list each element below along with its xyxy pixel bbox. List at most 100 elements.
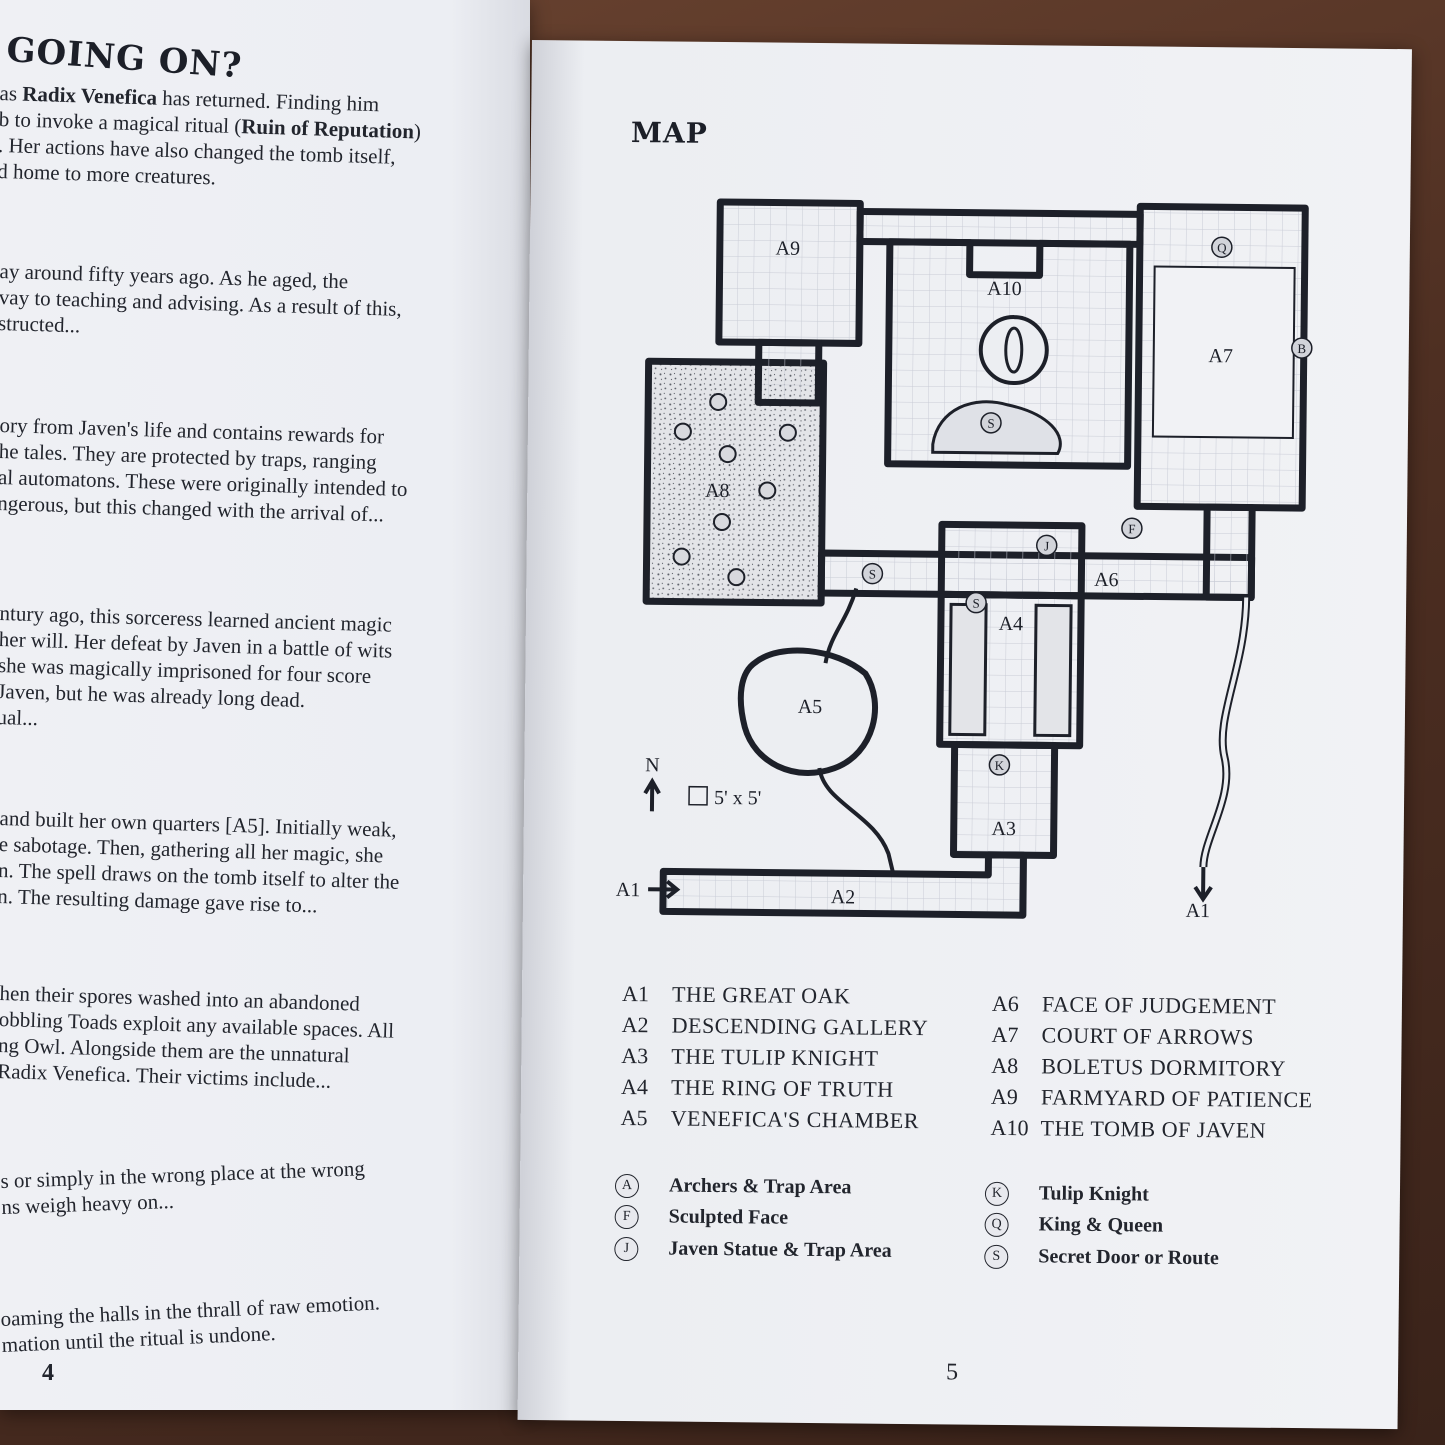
- north-arrow-icon: [643, 777, 661, 812]
- symbol-marker: K: [984, 1182, 1010, 1207]
- dungeon-map: A9 A10 A7 A8 A6 A4 A5 A3 A2 A1 A1 Q B S …: [616, 198, 1313, 922]
- a4-lane-right: [1033, 603, 1073, 738]
- svg-text:S: S: [869, 567, 876, 582]
- map-title: MAP: [630, 116, 708, 150]
- legend-name: THE TOMB OF JAVEN: [1040, 1115, 1267, 1143]
- legend-item: A5 VENEFICA'S CHAMBER: [621, 1105, 920, 1134]
- exit-arrow: [1193, 867, 1213, 903]
- right-page: MAP: [517, 40, 1412, 1430]
- paragraph-7: s or simply in the wrong place at the wr…: [0, 1151, 502, 1220]
- paragraph-5: and built her own quarters [A5]. Initial…: [0, 805, 500, 924]
- left-page-heading: GOING ON?: [5, 30, 244, 87]
- symbol-name: Secret Door or Route: [1038, 1245, 1219, 1270]
- label-a1-right: A1: [1186, 900, 1211, 922]
- legend-name: VENEFICA'S CHAMBER: [670, 1105, 920, 1134]
- svg-text:S: S: [972, 596, 979, 611]
- paragraph-6: hen their spores washed into an abandone…: [0, 980, 500, 1099]
- legend-code: A7: [991, 1021, 1019, 1048]
- legend-name: FACE OF JUDGEMENT: [1041, 991, 1277, 1019]
- symbol-marker: J: [614, 1237, 639, 1262]
- legend-item: A1 THE GREAT OAK: [622, 981, 851, 1009]
- legend-code: A10: [990, 1114, 1029, 1141]
- symbol-name: Javen Statue & Trap Area: [668, 1237, 892, 1262]
- stream: [817, 587, 896, 875]
- a4-lane-left: [948, 602, 988, 737]
- paragraph-2: ay around fifty years ago. As he aged, t…: [0, 258, 500, 351]
- legend-item: A7 COURT OF ARROWS: [991, 1022, 1254, 1051]
- right-page-number: 5: [945, 1359, 959, 1386]
- symbol-item: K Tulip Knight: [984, 1182, 1149, 1208]
- symbol-marker: A: [614, 1174, 640, 1199]
- corridor-a9-a8: [754, 338, 823, 407]
- svg-text:F: F: [1128, 521, 1135, 536]
- marker-f: F: [1121, 517, 1143, 540]
- marker-j: J: [1035, 534, 1058, 557]
- symbol-marker: Q: [984, 1213, 1009, 1238]
- left-page: GOING ON? as Radix Venefica has returned…: [0, 0, 530, 1410]
- left-page-number: 4: [42, 1360, 54, 1386]
- svg-text:K: K: [995, 758, 1005, 773]
- symbol-name: Tulip Knight: [1038, 1182, 1149, 1206]
- symbol-item: Q King & Queen: [984, 1213, 1163, 1239]
- legend-item: A4 THE RING OF TRUTH: [621, 1074, 894, 1103]
- compass-north: N: [645, 754, 660, 776]
- symbol-item: J Javen Statue & Trap Area: [614, 1237, 892, 1264]
- marker-s-corridor: S: [861, 562, 884, 585]
- legend-item: A2 DESCENDING GALLERY: [622, 1012, 929, 1041]
- label-a6: A6: [1094, 569, 1119, 591]
- legend-code: A6: [991, 990, 1019, 1017]
- label-a10: A10: [987, 278, 1022, 300]
- legend-code: A1: [621, 980, 650, 1007]
- room-a6: [937, 520, 1086, 600]
- label-a9: A9: [775, 238, 800, 260]
- symbol-item: A Archers & Trap Area: [614, 1174, 852, 1201]
- tomb-sarcophagus: [1004, 326, 1024, 374]
- legend-item: A8 BOLETUS DORMITORY: [991, 1053, 1286, 1082]
- label-a2: A2: [831, 886, 856, 908]
- symbol-name: King & Queen: [1038, 1213, 1164, 1237]
- marker-q: Q: [1211, 236, 1233, 258]
- legend-name: THE RING OF TRUTH: [670, 1074, 894, 1102]
- corridor-a7-exit: [1202, 503, 1256, 602]
- legend-code: A5: [620, 1104, 648, 1131]
- label-a8: A8: [705, 480, 730, 502]
- label-a3: A3: [991, 818, 1016, 840]
- paragraph-1: as Radix Venefica has returned. Finding …: [0, 80, 500, 199]
- legend-code: A9: [990, 1083, 1018, 1110]
- marker-s-a4: S: [965, 591, 987, 614]
- svg-text:B: B: [1297, 341, 1306, 356]
- legend-code: A8: [991, 1052, 1019, 1079]
- legend-code: A4: [620, 1073, 649, 1100]
- marker-k: K: [988, 754, 1011, 776]
- legend-code: A3: [621, 1042, 649, 1069]
- legend-name: COURT OF ARROWS: [1041, 1022, 1255, 1050]
- legend-code: A2: [621, 1011, 649, 1038]
- label-a4: A4: [999, 613, 1024, 635]
- svg-text:J: J: [1044, 538, 1049, 553]
- symbol-name: Sculpted Face: [668, 1205, 789, 1229]
- symbol-name: Archers & Trap Area: [668, 1174, 852, 1199]
- symbol-marker: S: [984, 1245, 1009, 1270]
- symbol-item: F Sculpted Face: [614, 1205, 789, 1231]
- label-a5: A5: [798, 696, 823, 718]
- legend-name: THE TULIP KNIGHT: [671, 1043, 879, 1071]
- svg-text:S: S: [987, 416, 994, 431]
- scale-square-icon: [688, 785, 708, 806]
- legend-item: A3 THE TULIP KNIGHT: [621, 1043, 878, 1072]
- legend-name: BOLETUS DORMITORY: [1041, 1053, 1287, 1081]
- paragraph-3: ory from Javen's life and contains rewar…: [0, 412, 500, 531]
- label-a1-left: A1: [616, 879, 641, 901]
- room-a8: [642, 357, 828, 607]
- legend-name: THE GREAT OAK: [671, 981, 851, 1009]
- svg-text:Q: Q: [1217, 240, 1227, 255]
- scale-text: 5' x 5': [714, 787, 761, 809]
- legend-name: DESCENDING GALLERY: [671, 1012, 929, 1041]
- entrance-arrow: [648, 879, 681, 900]
- corridor-a2: [659, 851, 1027, 919]
- symbol-marker: F: [614, 1205, 639, 1230]
- marker-b: B: [1291, 337, 1313, 359]
- paragraph-8: oaming the halls in the thrall of raw em…: [0, 1284, 502, 1358]
- room-a9: [715, 198, 864, 347]
- symbol-item: S Secret Door or Route: [984, 1245, 1219, 1272]
